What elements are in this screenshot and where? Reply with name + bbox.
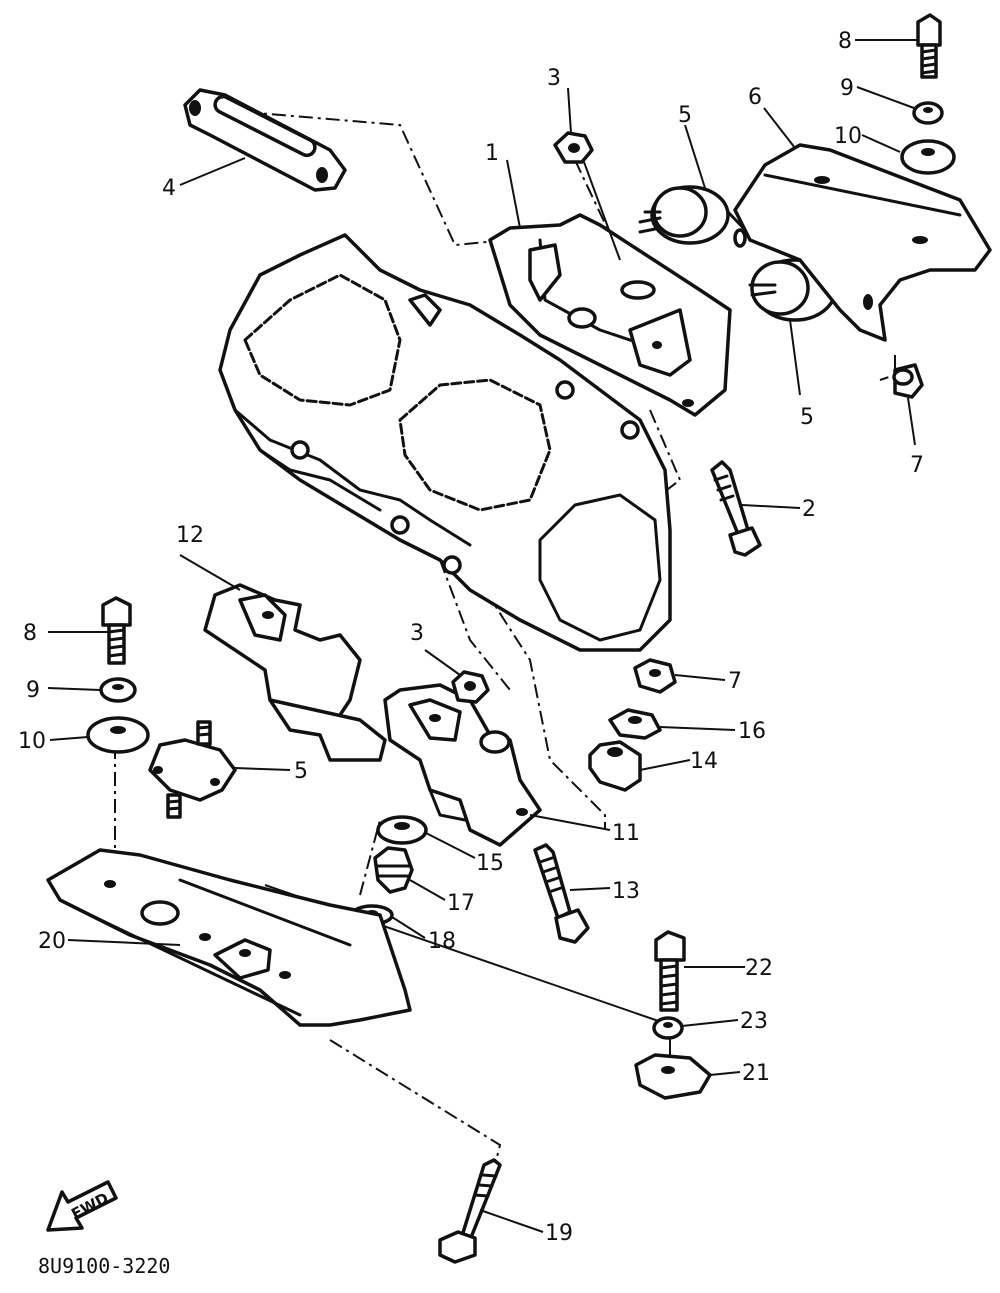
- callout-23: 23: [740, 1009, 768, 1034]
- part-9-washer-lower: [99, 677, 137, 703]
- callout-8-upper: 8: [838, 29, 852, 54]
- callout-11: 11: [612, 821, 640, 846]
- part-14-grommet: [588, 740, 642, 792]
- callout-1: 1: [485, 141, 499, 166]
- callout-14: 14: [690, 749, 718, 774]
- callout-3-upper: 3: [547, 66, 561, 91]
- part-1-upper-bracket: [488, 213, 732, 417]
- part-9-washer-upper: [912, 101, 944, 125]
- part-3-nut-lower: [451, 670, 490, 704]
- callout-21: 21: [742, 1061, 770, 1086]
- callout-9-lower: 9: [26, 678, 40, 703]
- callout-15: 15: [476, 851, 504, 876]
- part-11-lower-bracket: [383, 683, 542, 847]
- part-22-bolt: [654, 930, 686, 1012]
- part-7-nut-upper: [892, 363, 924, 399]
- callout-10-lower: 10: [18, 729, 46, 754]
- fwd-arrow-icon: FWD: [46, 1180, 118, 1232]
- callout-5-right: 5: [800, 405, 814, 430]
- callout-13: 13: [612, 879, 640, 904]
- part-3-nut-upper: [553, 131, 621, 261]
- callout-22: 22: [745, 956, 773, 981]
- leader-lines: [47, 39, 918, 1233]
- callout-18: 18: [428, 929, 456, 954]
- part-13-bolt: [533, 843, 590, 944]
- part-5-mount-lower: [148, 720, 237, 819]
- part-16-washer: [608, 708, 662, 740]
- part-15-washer: [376, 815, 428, 845]
- callout-8-lower: 8: [23, 621, 37, 646]
- callout-19: 19: [545, 1221, 573, 1246]
- callout-5-upper: 5: [678, 103, 692, 128]
- callout-7-lower: 7: [728, 669, 742, 694]
- callout-4: 4: [162, 176, 176, 201]
- part-23-washer: [652, 1016, 684, 1040]
- part-19-bolt: [438, 1158, 502, 1264]
- part-17-collar: [373, 846, 414, 894]
- part-10-washer-upper: [900, 139, 956, 175]
- part-21-plate-nut: [634, 1053, 712, 1100]
- callout-6: 6: [748, 85, 762, 110]
- part-10-washer-lower: [86, 716, 150, 754]
- part-7-nut-lower: [633, 658, 677, 694]
- part-12-lower-bracket: [203, 583, 387, 762]
- callout-labels: 1 2 3 3 4 5 5 5 6 7 7 8 8 9 9 10 10 11 1…: [18, 29, 924, 1246]
- callout-10-upper: 10: [834, 124, 862, 149]
- callout-7-upper: 7: [910, 453, 924, 478]
- callout-5-lower: 5: [294, 759, 308, 784]
- callout-2: 2: [802, 497, 816, 522]
- part-8-bolt-upper: [916, 13, 942, 79]
- callout-12: 12: [176, 523, 204, 548]
- callout-9-upper: 9: [840, 76, 854, 101]
- callout-3-lower: 3: [410, 621, 424, 646]
- callout-20: 20: [38, 929, 66, 954]
- part-4-strap: [183, 88, 347, 192]
- part-20-base-plate: [46, 848, 412, 1027]
- part-6-cover: [733, 143, 992, 342]
- figure-code: 8U9100-3220: [38, 1254, 170, 1278]
- callout-16: 16: [738, 719, 766, 744]
- part-8-bolt-lower: [101, 596, 132, 665]
- part-2-bolt: [710, 460, 762, 557]
- engine-block: [218, 233, 672, 652]
- callout-17: 17: [447, 891, 475, 916]
